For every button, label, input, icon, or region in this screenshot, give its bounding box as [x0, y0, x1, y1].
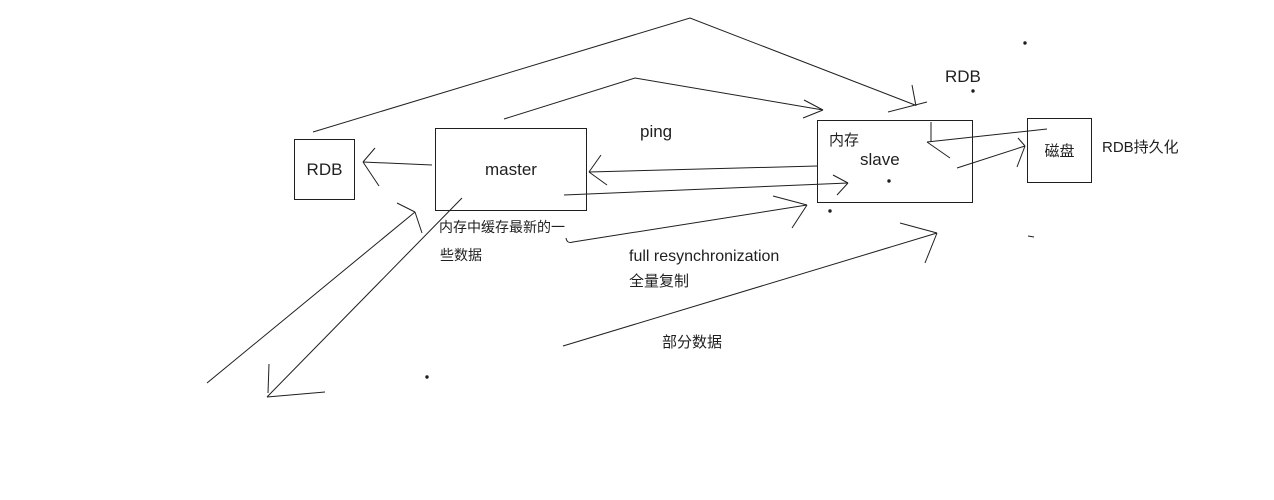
arrow-ping-master-to-slave	[503, 77, 824, 120]
node-master: master	[435, 128, 587, 211]
arrow-partial-data	[562, 222, 938, 347]
arrow-slave-to-master	[588, 154, 818, 186]
arrow-slave-to-disk	[956, 137, 1026, 169]
label-rdb-top: RDB	[945, 67, 981, 86]
node-rdb-file-label: RDB	[306, 159, 343, 179]
label-rdb-persistence: RDB持久化	[1102, 139, 1179, 156]
arrow-master-to-rdb	[362, 147, 433, 187]
node-master-label: master	[485, 159, 537, 179]
arrow-full-resynchronization	[565, 195, 808, 243]
label-full-resync-zh: 全量复制	[629, 273, 690, 290]
label-memory-cache-note-line1: 内存中缓存最新的一	[439, 219, 565, 235]
label-memory-cache-note-line2: 些数据	[440, 247, 482, 263]
arrow-top-long-to-slave	[312, 17, 928, 133]
node-disk-label: 磁盘	[1044, 143, 1075, 160]
node-slave: 内存 slave	[817, 120, 973, 203]
node-slave-memory-label: 内存	[829, 132, 860, 149]
node-disk: 磁盘	[1027, 118, 1092, 183]
arrow-lower-left-up-to-master	[206, 202, 423, 384]
node-rdb-file: RDB	[294, 139, 355, 200]
arrow-master-to-slave	[563, 174, 849, 196]
label-ping: ping	[640, 122, 673, 141]
arrow-master-down-to-lower-left	[266, 197, 463, 398]
node-slave-label: slave	[860, 150, 900, 169]
stray-marks	[425, 41, 1035, 379]
label-full-resync-en: full resynchronization	[629, 248, 780, 265]
label-partial-data: 部分数据	[662, 334, 723, 351]
